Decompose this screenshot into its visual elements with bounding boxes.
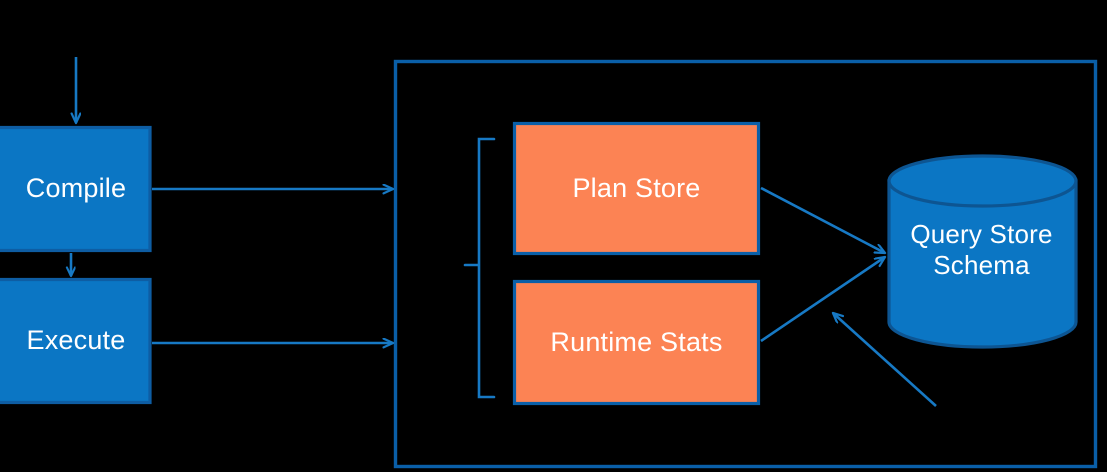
query-store-schema-cylinder [887, 154, 1078, 349]
runtime-stats-to-schema-arrow [760, 257, 885, 343]
external-to-schema-arrow [833, 313, 937, 407]
compile-box [0, 125, 152, 253]
plan-store-box [512, 121, 761, 256]
plan-store-to-schema-arrow [760, 186, 885, 255]
runtime-stats-box [512, 279, 761, 406]
grouping-bracket [463, 137, 496, 399]
query-store-container [393, 59, 1098, 469]
execute-box [0, 277, 152, 405]
